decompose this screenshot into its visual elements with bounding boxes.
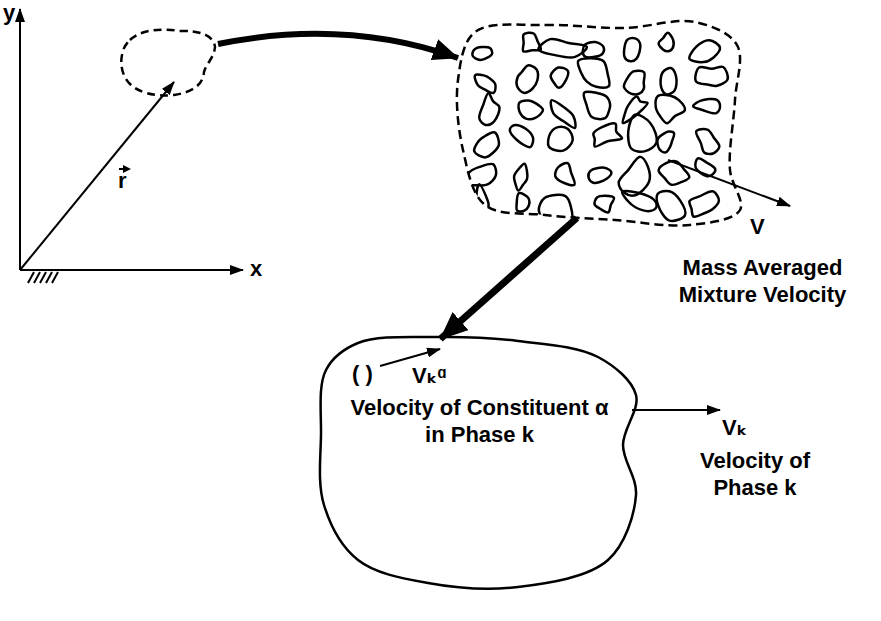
phase-inclusion — [475, 74, 496, 93]
phase-inclusion — [517, 65, 538, 93]
sample-volume — [121, 30, 215, 96]
constituent-symbol: ( ) — [352, 361, 373, 388]
phase-inclusion — [624, 38, 640, 61]
position-vector — [20, 82, 174, 270]
mixture-outline — [457, 21, 741, 226]
phase-inclusion — [548, 127, 573, 151]
phase-inclusion — [583, 42, 604, 58]
mixture-region: VMass Averaged Mixture Velocity — [455, 20, 745, 230]
phase-inclusion — [551, 100, 576, 128]
velocity-caption: Velocity of Constituent α in Phase k — [342, 395, 617, 449]
y-axis — [19, 9, 21, 270]
phase-inclusion — [593, 123, 622, 146]
phase-inclusion — [659, 161, 690, 185]
magnify-arrow — [218, 34, 458, 58]
phase-inclusion — [695, 158, 715, 176]
phase-inclusion — [474, 132, 499, 157]
phase-region: ( ) VₖᵅVelocity of Constituent α in Phase… — [318, 335, 640, 590]
phase-inclusion — [624, 71, 645, 95]
magnify-arrow — [440, 218, 576, 339]
phase-inclusion — [659, 33, 674, 52]
velocity-caption: Mass Averaged Mixture Velocity — [655, 255, 870, 309]
phase-velocity-vector — [632, 409, 720, 411]
phase-inclusion — [539, 195, 573, 224]
phase-inclusion — [695, 67, 728, 86]
phase-inclusion — [578, 58, 610, 87]
phase-inclusion — [479, 93, 499, 125]
phase-inclusion — [628, 115, 657, 152]
phase-inclusion — [657, 132, 674, 153]
phase-inclusion — [657, 191, 686, 221]
velocity-symbol: Vₖ — [722, 415, 747, 442]
axis-label: y — [3, 0, 15, 27]
phase-inclusion — [661, 68, 677, 95]
velocity-symbol: V — [750, 214, 765, 241]
phase-inclusion — [696, 129, 719, 154]
phase-inclusion — [594, 196, 614, 213]
phase-inclusion — [689, 40, 720, 62]
position-vector-label: r — [118, 168, 127, 195]
ground-hatch — [28, 272, 58, 283]
x-axis — [20, 269, 243, 271]
phase-outline — [320, 337, 637, 589]
phase-inclusion — [622, 191, 657, 211]
phase-inclusion — [472, 47, 492, 60]
velocity-symbol: Vₖᵅ — [412, 363, 446, 390]
mixture-region-outline — [455, 20, 745, 230]
velocity-caption: Velocity of Phase k — [685, 448, 825, 502]
phase-inclusion — [693, 99, 720, 113]
phase-inclusion — [518, 101, 543, 120]
phase-inclusion — [584, 92, 611, 119]
phase-inclusion — [514, 164, 527, 191]
phase-inclusion — [510, 125, 533, 147]
phase-inclusion — [656, 95, 685, 123]
phase-inclusion — [588, 168, 611, 183]
phase-inclusion — [538, 39, 586, 58]
phase-inclusion — [555, 163, 575, 185]
phase-texture — [463, 33, 728, 224]
phase-inclusion — [689, 191, 719, 217]
phase-inclusion — [551, 67, 569, 87]
axis-label: x — [250, 256, 262, 283]
phase-inclusion — [623, 97, 648, 124]
phase-inclusion — [516, 193, 529, 211]
phase-inclusion — [619, 157, 650, 196]
